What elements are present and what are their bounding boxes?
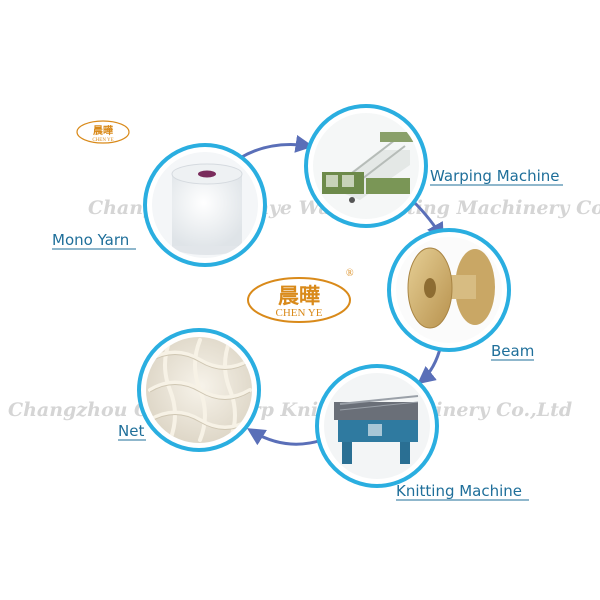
watermark-bottom: Changzhou Chenye Warp Knitting Machinery…	[8, 399, 572, 421]
node-warping-machine: Warping Machine	[304, 104, 563, 228]
label-net: Net	[118, 422, 144, 440]
label-mono-yarn: Mono Yarn	[52, 231, 129, 249]
label-beam: Beam	[491, 342, 534, 360]
logo-small-cn: 晨曄	[93, 124, 113, 137]
logo-center-cn: 晨曄	[278, 284, 320, 308]
label-knitting-machine: Knitting Machine	[396, 482, 522, 500]
logo-small: 晨曄 CHEN YE	[76, 120, 130, 144]
arrow-knitting-to-net	[246, 428, 323, 446]
node-knitting-machine: Knitting Machine	[315, 364, 529, 501]
arrow-yarn-to-warping	[239, 134, 314, 160]
logo-center: 晨曄 CHEN YE ®	[247, 268, 354, 323]
logo-center-en: CHEN YE	[276, 307, 323, 319]
node-beam: Beam	[387, 228, 534, 361]
node-mono-yarn: Mono Yarn	[52, 143, 267, 267]
logo-registered-mark: ®	[346, 268, 354, 279]
logo-small-en: CHEN YE	[92, 138, 113, 143]
label-warping-machine: Warping Machine	[430, 167, 560, 185]
node-net: Net	[118, 328, 261, 452]
